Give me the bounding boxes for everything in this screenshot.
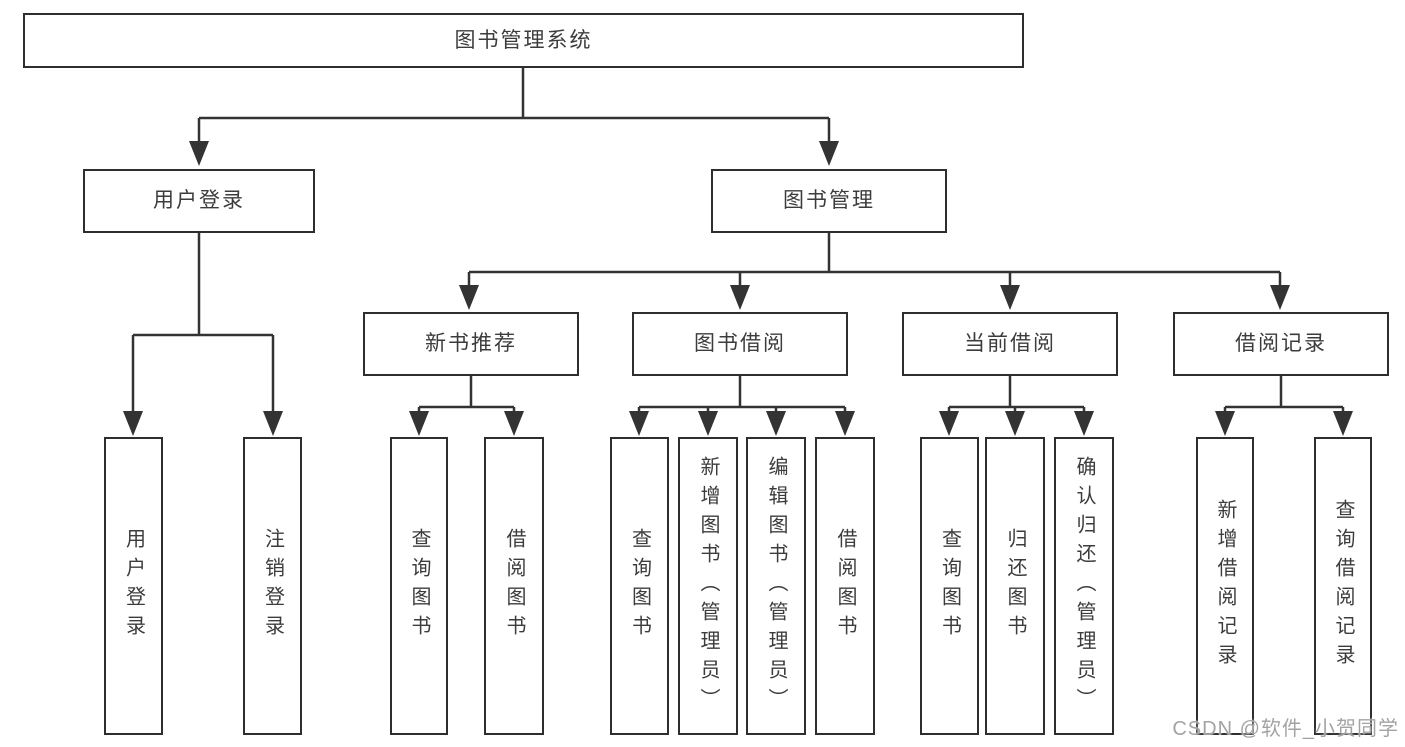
node-book-management: 图书管理 [711,169,947,233]
node-query-borrow-record: 查询借阅记录 [1314,437,1372,735]
node-query-books-recommend: 查询图书 [390,437,448,735]
node-new-book-recommend: 新书推荐 [363,312,579,376]
node-borrowing-records: 借阅记录 [1173,312,1389,376]
node-leaf-logout: 注销登录 [243,437,302,735]
node-book-borrowing: 图书借阅 [632,312,848,376]
node-user-login: 用户登录 [83,169,315,233]
node-borrow-books-borrowing: 借阅图书 [815,437,875,735]
node-root: 图书管理系统 [23,13,1024,68]
csdn-watermark: CSDN @软件_小贺同学 [1172,718,1399,740]
node-current-borrowing: 当前借阅 [902,312,1118,376]
node-borrow-books-recommend: 借阅图书 [484,437,544,735]
node-leaf-user-login: 用户登录 [104,437,163,735]
node-add-borrow-record: 新增借阅记录 [1196,437,1254,735]
node-return-books: 归还图书 [985,437,1045,735]
node-add-books-admin: 新增图书（管理员） [678,437,738,735]
node-query-books-borrowing: 查询图书 [610,437,669,735]
node-confirm-return-admin: 确认归还（管理员） [1054,437,1114,735]
node-query-books-current: 查询图书 [920,437,979,735]
node-edit-books-admin: 编辑图书（管理员） [746,437,806,735]
arrowheads [123,141,1353,436]
